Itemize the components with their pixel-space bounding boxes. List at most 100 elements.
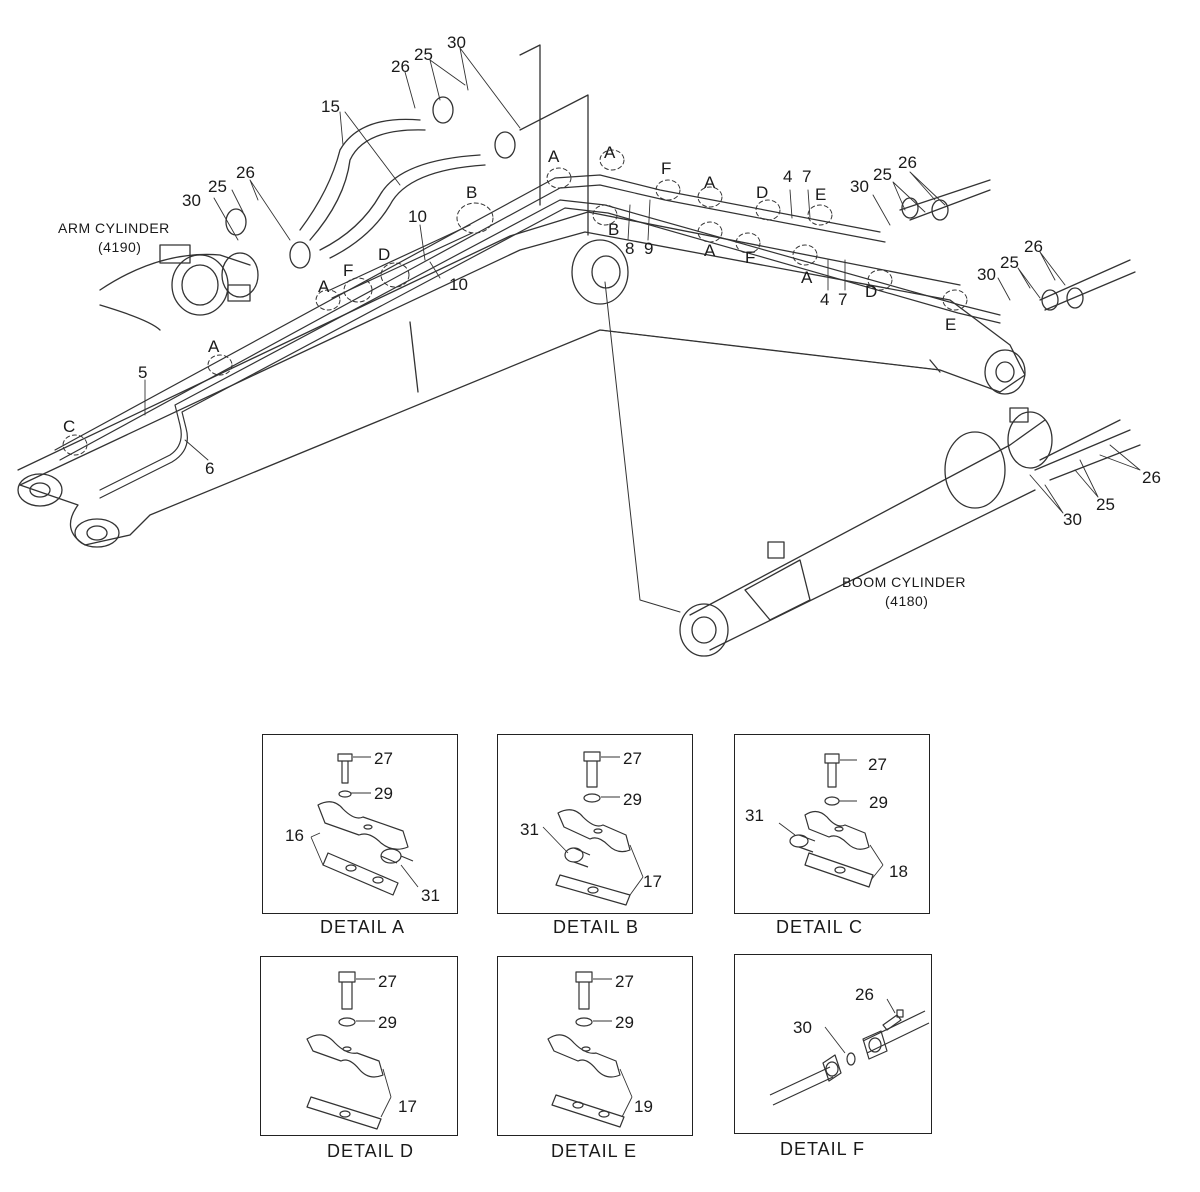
label-27: 27 xyxy=(378,972,397,991)
callout-9: 9 xyxy=(644,239,653,258)
callout-26: 26 xyxy=(1024,237,1043,256)
label-27: 27 xyxy=(623,749,642,768)
washer-icon xyxy=(824,796,840,806)
callout-6: 6 xyxy=(205,459,214,478)
clamp-upper-icon xyxy=(804,810,870,850)
boom-body xyxy=(17,211,1026,613)
label-30: 30 xyxy=(793,1018,812,1037)
callout-25: 25 xyxy=(873,165,892,184)
bolt-icon xyxy=(882,1009,904,1031)
callout-26: 26 xyxy=(1142,468,1161,487)
hose-assembly xyxy=(225,44,589,269)
bolt-icon xyxy=(583,751,601,788)
detail-f-panel: 26 30 xyxy=(734,954,932,1134)
callout-30: 30 xyxy=(447,33,466,52)
pipe-icon xyxy=(769,1010,930,1106)
callout-25: 25 xyxy=(208,177,227,196)
label-27: 27 xyxy=(868,755,887,774)
callout-e: E xyxy=(945,315,956,334)
clamp-upper-icon xyxy=(317,801,409,850)
arm-cylinder-label: ARM CYLINDER xyxy=(58,220,170,236)
callout-30: 30 xyxy=(977,265,996,284)
detail-markers xyxy=(62,149,968,456)
detail-a-panel: 27 29 16 31 xyxy=(262,734,458,914)
callout-b: B xyxy=(466,183,477,202)
callout-26: 26 xyxy=(898,153,917,172)
callout-f: F xyxy=(661,159,671,178)
fittings-right xyxy=(899,179,1136,311)
spacer-icon xyxy=(564,847,591,868)
label-31: 31 xyxy=(745,806,764,825)
hydraulic-assembly-drawing: ARM CYLINDER (4190) BOOM CYLINDER (4180)… xyxy=(17,33,1161,657)
detail-d-panel: 27 29 17 xyxy=(260,956,458,1136)
detail-a-caption: DETAIL A xyxy=(320,917,406,937)
flange-icon xyxy=(822,1054,842,1082)
callout-8: 8 xyxy=(625,239,634,258)
bolt-icon xyxy=(575,971,593,1010)
callout-30: 30 xyxy=(850,177,869,196)
label-29: 29 xyxy=(378,1013,397,1032)
label-31: 31 xyxy=(421,886,440,905)
spacer-icon xyxy=(789,834,816,853)
label-27: 27 xyxy=(374,749,393,768)
callout-30: 30 xyxy=(1063,510,1082,529)
pipe-lines xyxy=(54,174,1001,499)
washer-icon xyxy=(575,1017,593,1027)
label-29: 29 xyxy=(615,1013,634,1032)
washer-icon xyxy=(583,793,601,803)
label-31: 31 xyxy=(520,820,539,839)
callout-7: 7 xyxy=(802,167,811,186)
callout-d: D xyxy=(756,183,768,202)
detail-c-panel: 27 29 31 18 xyxy=(734,734,930,914)
callout-25: 25 xyxy=(1096,495,1115,514)
detail-b-caption: DETAIL B xyxy=(553,917,640,937)
label-29: 29 xyxy=(374,784,393,803)
detail-c-caption: DETAIL C xyxy=(776,917,864,937)
callout-30: 30 xyxy=(182,191,201,210)
clamp-lower-icon xyxy=(551,1094,625,1128)
callout-a: A xyxy=(318,277,330,296)
boom-cylinder-label: BOOM CYLINDER xyxy=(842,574,966,590)
label-17: 17 xyxy=(398,1097,417,1116)
callout-4: 4 xyxy=(820,290,829,309)
label-29: 29 xyxy=(623,790,642,809)
detail-e-panel: 27 29 19 xyxy=(497,956,693,1136)
flange-block-icon xyxy=(862,1030,888,1060)
clamp-upper-icon xyxy=(306,1034,384,1078)
label-19: 19 xyxy=(634,1097,653,1116)
callout-a: A xyxy=(801,268,813,287)
bolt-icon xyxy=(337,753,353,784)
boom-cylinder-code: (4180) xyxy=(885,593,928,609)
detail-b-panel: 27 29 31 17 xyxy=(497,734,693,914)
bolt-icon xyxy=(338,971,356,1010)
label-26: 26 xyxy=(855,985,874,1004)
callout-c: C xyxy=(63,417,75,436)
callout-5: 5 xyxy=(138,363,147,382)
callout-d: D xyxy=(865,282,877,301)
callout-10: 10 xyxy=(408,207,427,226)
detail-d-caption: DETAIL D xyxy=(327,1141,415,1161)
callout-10: 10 xyxy=(449,275,468,294)
callout-26: 26 xyxy=(236,163,255,182)
spacer-icon xyxy=(380,848,414,864)
callout-7: 7 xyxy=(838,290,847,309)
callout-26: 26 xyxy=(391,57,410,76)
callout-25: 25 xyxy=(414,45,433,64)
clamp-upper-icon xyxy=(547,1034,621,1078)
clamp-lower-icon xyxy=(804,852,874,888)
callout-4: 4 xyxy=(783,167,792,186)
washer-icon xyxy=(338,790,352,798)
detail-f-caption: DETAIL F xyxy=(780,1139,866,1159)
label-29: 29 xyxy=(869,793,888,812)
callout-f: F xyxy=(745,248,755,267)
callout-a: A xyxy=(604,143,616,162)
oring-icon xyxy=(846,1052,856,1066)
clamp-upper-icon xyxy=(557,809,631,853)
clamp-lower-icon xyxy=(306,1096,382,1130)
label-17: 17 xyxy=(643,872,662,891)
callout-a: A xyxy=(548,147,560,166)
callout-d: D xyxy=(378,245,390,264)
callout-a: A xyxy=(704,173,716,192)
arm-cylinder xyxy=(99,244,259,331)
